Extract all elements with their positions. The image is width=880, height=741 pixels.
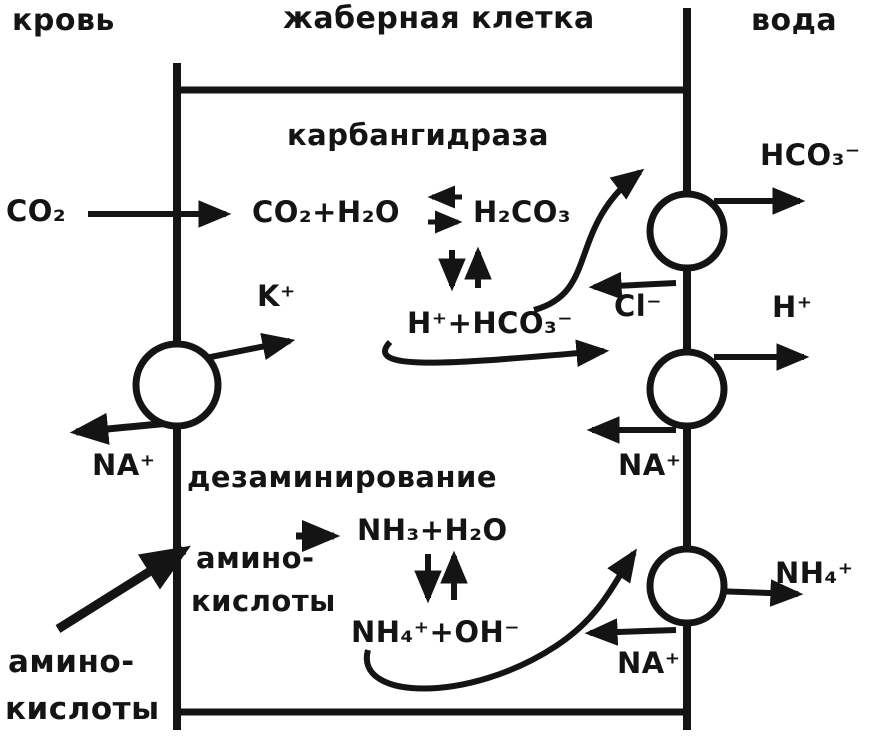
curve-nh4-to-exchanger bbox=[363, 548, 637, 692]
label-hco3-out: HCO₃⁻ bbox=[760, 138, 861, 172]
label-na-in-bottom: NA⁺ bbox=[617, 646, 681, 680]
arrow-amino-acids-into-cell bbox=[55, 545, 191, 633]
label-cl-in: Cl⁻ bbox=[614, 289, 663, 323]
label-water: вода bbox=[751, 3, 838, 38]
label-co2-blood: CO₂ bbox=[6, 194, 67, 228]
arrow-nh4-into-water bbox=[713, 579, 804, 607]
label-h-out: H⁺ bbox=[772, 290, 813, 324]
label-co2-h2o: CO₂+H₂O bbox=[252, 195, 401, 229]
label-nh4-out: NH₄⁺ bbox=[775, 556, 854, 590]
label-carbonic-anhydrase: карбангидраза bbox=[287, 118, 550, 152]
label-amino-cell-line2: кислоты bbox=[191, 584, 336, 618]
transporter-hco3-cl-exchanger bbox=[646, 190, 728, 272]
curve-hco3-to-exchanger bbox=[533, 168, 645, 313]
label-na-in-mid: NA⁺ bbox=[618, 448, 682, 482]
label-h-hco3: H⁺+HCO₃⁻ bbox=[407, 306, 574, 340]
transporter-h-na-exchanger bbox=[646, 348, 728, 430]
label-amino-cell-line1: амино- bbox=[196, 541, 315, 575]
label-nh3-h2o: NH₃+H₂O bbox=[357, 513, 508, 547]
transporter-na-k-pump bbox=[132, 340, 222, 430]
arrow-na-into-blood bbox=[69, 412, 171, 445]
label-gill-cell: жаберная клетка bbox=[283, 1, 595, 36]
label-h2co3: H₂CO₃ bbox=[473, 195, 572, 229]
label-amino-blood-line1: амино- bbox=[8, 644, 135, 680]
label-blood: кровь bbox=[12, 3, 115, 38]
curve-h-to-exchanger bbox=[381, 339, 610, 367]
label-deamination: дезаминирование bbox=[187, 460, 498, 494]
label-k-in: K⁺ bbox=[257, 279, 296, 313]
arrow-cl-into-cell bbox=[588, 271, 677, 300]
arrow-na-bottom-into-cell bbox=[584, 618, 677, 646]
label-na-out-blood: NA⁺ bbox=[92, 448, 156, 482]
label-amino-blood-line2: кислоты bbox=[5, 691, 160, 727]
label-nh4-oh: NH₄⁺+OH⁻ bbox=[351, 615, 521, 649]
transporter-nh4-na-exchanger bbox=[646, 545, 728, 627]
